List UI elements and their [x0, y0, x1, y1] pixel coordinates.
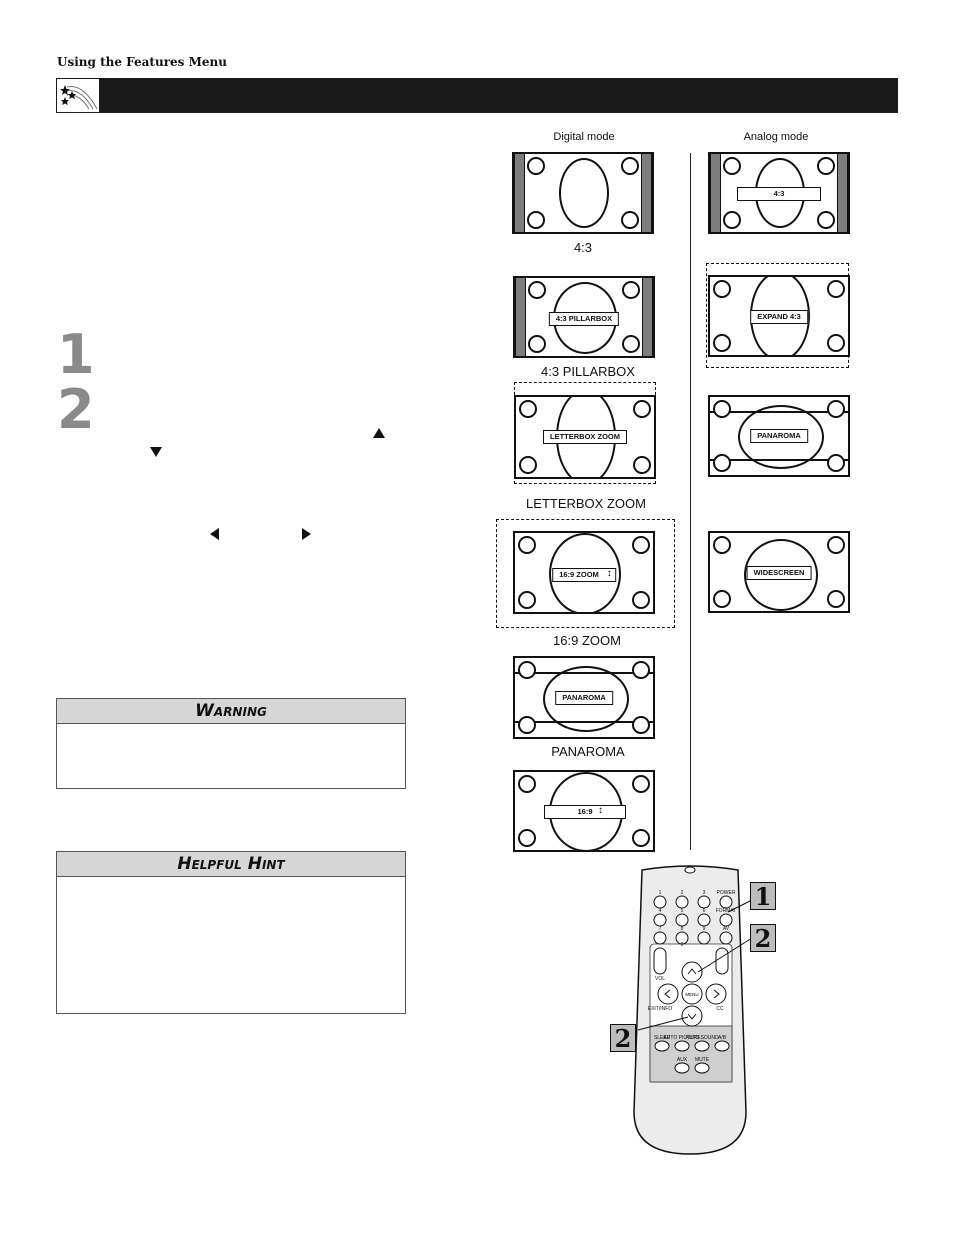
callout-1: 1	[750, 882, 776, 911]
remote-key-label: 9	[703, 926, 706, 932]
remote-key-label: POWER	[717, 890, 736, 896]
screen-label: PANAROMA	[555, 691, 613, 705]
remote-key-label: AUX	[677, 1057, 688, 1063]
remote-key	[719, 913, 733, 927]
warning-box: Warning	[56, 698, 406, 789]
screen-label: EXPAND 4:3	[750, 310, 808, 324]
remote-key-label: SLEEP	[654, 1035, 671, 1041]
step-2-number: 2	[57, 378, 95, 441]
remote-key-label: MUTE	[695, 1057, 710, 1063]
caption-digital-16-9-zoom: 16:9 ZOOM	[553, 633, 621, 648]
title-bar	[56, 78, 898, 113]
screen-digital-panaroma: PANAROMA	[513, 656, 655, 739]
screen-digital-4-3	[512, 152, 654, 234]
screen-digital-pillarbox: 4:3 PILLARBOX	[513, 276, 655, 358]
remote-key	[675, 931, 689, 945]
remote-key	[653, 895, 667, 909]
remote-key	[675, 895, 689, 909]
screen-label: WIDESCREEN	[746, 566, 812, 580]
analog-mode-heading: Analog mode	[743, 131, 809, 143]
remote-key-label: EXIT/INFO	[648, 1006, 673, 1012]
remote-key	[697, 895, 711, 909]
remote-key-label: 4	[659, 908, 662, 914]
screen-digital-16-9: 16:9 ↕	[513, 770, 655, 852]
remote-key-label: AUTO PICTURE	[663, 1035, 701, 1041]
remote-key	[714, 1040, 730, 1052]
stars-logo-icon	[56, 78, 100, 113]
hint-box: Helpful Hint	[56, 851, 406, 1014]
screen-analog-expand: EXPAND 4:3	[708, 275, 850, 357]
hint-title: Helpful Hint	[57, 852, 405, 877]
remote-key-label: 8	[681, 926, 684, 932]
remote-key	[694, 1040, 710, 1052]
remote-key	[653, 913, 667, 927]
remote-key-label: CC	[716, 1006, 724, 1012]
svg-text:MENU: MENU	[685, 992, 698, 997]
screen-label: PANAROMA	[750, 429, 808, 443]
remote-key-label: 2	[681, 890, 684, 896]
remote-key	[719, 931, 733, 945]
screen-analog-panaroma: PANAROMA	[708, 395, 850, 477]
remote-key-label: A/B	[718, 1035, 727, 1041]
remote-key-label: 1	[659, 890, 662, 896]
remote-key-label: 0	[681, 942, 684, 948]
screen-digital-16-9-zoom: 16:9 ZOOM ↕	[513, 531, 655, 614]
arrow-left-icon	[210, 528, 219, 540]
callout-2: 2	[610, 1024, 636, 1053]
remote-key-label: FORMAT	[716, 908, 737, 914]
dashed-frame	[496, 519, 675, 628]
remote-key	[675, 913, 689, 927]
screen-analog-4-3: 4:3	[708, 152, 850, 234]
remote-key-label: 3	[703, 890, 706, 896]
callout-2: 2	[750, 924, 776, 953]
remote-key-label: 5	[681, 908, 684, 914]
screen-label: 4:3 PILLARBOX	[548, 312, 620, 326]
remote-key-label: AUTO SOUND	[685, 1035, 719, 1041]
screen-label: 16:9 ↕	[544, 805, 626, 819]
step-1-number: 1	[57, 323, 95, 386]
remote-key	[719, 895, 733, 909]
section-label: Using the Features Menu	[57, 55, 227, 69]
caption-digital-letterbox-zoom: LETTERBOX ZOOM	[526, 496, 646, 511]
screen-label: 16:9 ZOOM ↕	[552, 568, 616, 582]
column-divider	[690, 153, 691, 850]
remote-key	[694, 1062, 710, 1074]
digital-mode-heading: Digital mode	[553, 131, 615, 143]
remote-key	[697, 931, 711, 945]
remote-key	[674, 1040, 690, 1052]
remote-key	[674, 1062, 690, 1074]
remote-key-label: AV	[723, 926, 730, 932]
remote-key-label: 7	[659, 926, 662, 932]
screen-label: LETTERBOX ZOOM	[543, 430, 627, 444]
remote-key	[653, 931, 667, 945]
caption-digital-4-3: 4:3	[573, 240, 593, 255]
arrow-right-icon	[302, 528, 311, 540]
remote-key	[654, 1040, 670, 1052]
arrow-up-icon	[373, 428, 385, 438]
remote-key	[697, 913, 711, 927]
caption-digital-panaroma: PANAROMA	[551, 744, 625, 759]
warning-title: Warning	[57, 699, 405, 724]
remote-key-label: VOL	[655, 976, 665, 982]
caption-digital-pillarbox: 4:3 PILLARBOX	[541, 364, 635, 379]
screen-digital-letterbox-zoom: LETTERBOX ZOOM	[514, 395, 656, 479]
screen-analog-widescreen: WIDESCREEN	[708, 531, 850, 613]
arrow-down-icon	[150, 447, 162, 457]
remote-key-label: 6	[703, 908, 706, 914]
screen-label: 4:3	[737, 187, 821, 201]
